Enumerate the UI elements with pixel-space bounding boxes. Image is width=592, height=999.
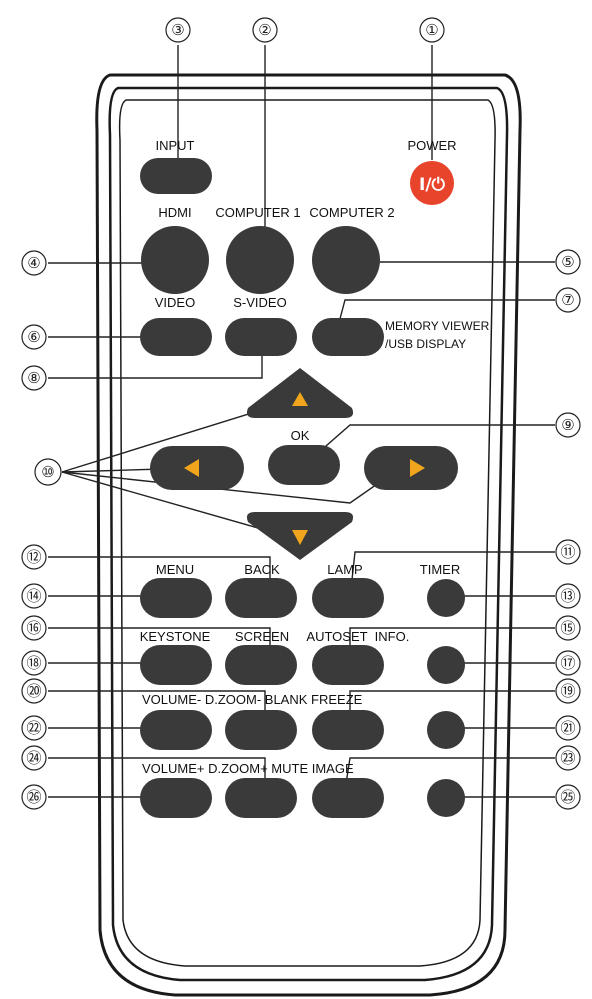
info-button[interactable] [427, 646, 465, 684]
callout-15: ⑮ [560, 619, 575, 637]
callout-4: ④ [27, 254, 40, 272]
callout-1: ① [425, 21, 438, 39]
remote-body [95, 73, 522, 997]
down-arrow-icon [292, 530, 308, 545]
freeze-button[interactable] [427, 711, 465, 749]
menu-button[interactable] [140, 578, 212, 618]
memory-viewer-label-1: MEMORY VIEWER [385, 319, 490, 333]
computer1-label: COMPUTER 1 [215, 205, 300, 220]
dzoom-minus-button[interactable] [225, 710, 297, 750]
power-label: POWER [407, 138, 456, 153]
power-button[interactable] [410, 161, 454, 205]
keystone-label: KEYSTONE [140, 629, 211, 644]
computer2-button[interactable] [312, 226, 380, 294]
callout-14: ⑭ [26, 587, 41, 605]
blank-button[interactable] [312, 710, 384, 750]
left-arrow-icon [184, 459, 199, 477]
callout-10: ⑩ [41, 463, 54, 481]
power-icon: I/⏻ [419, 175, 446, 195]
screen-button[interactable] [225, 645, 297, 685]
dzoom-plus-button[interactable] [225, 778, 297, 818]
input-label: INPUT [156, 138, 195, 153]
callout-13: ⑬ [560, 587, 575, 605]
lamp-button[interactable] [312, 578, 384, 618]
callout-26: ㉖ [26, 788, 41, 806]
video-label: VIDEO [155, 295, 195, 310]
timer-label: TIMER [420, 562, 460, 577]
callout-21: ㉑ [560, 719, 575, 737]
callout-23: ㉓ [560, 749, 575, 767]
callout-lines [48, 45, 555, 798]
callout-19: ⑲ [560, 682, 575, 700]
computer1-button[interactable] [226, 226, 294, 294]
ok-button[interactable] [268, 445, 340, 485]
callout-17: ⑰ [560, 654, 575, 672]
callout-3: ③ [171, 21, 184, 39]
screen-label: SCREEN [235, 629, 289, 644]
timer-button[interactable] [427, 579, 465, 617]
menu-label: MENU [156, 562, 194, 577]
back-button[interactable] [225, 578, 297, 618]
callout-7: ⑦ [561, 291, 574, 309]
callout-5: ⑤ [561, 253, 574, 271]
back-label: BACK [244, 562, 280, 577]
svideo-button[interactable] [225, 318, 297, 356]
callout-8: ⑧ [27, 369, 40, 387]
info-label: INFO. [375, 629, 410, 644]
hdmi-label: HDMI [158, 205, 191, 220]
row-volume-plus-label: VOLUME+ D.ZOOM+ MUTE IMAGE [142, 761, 354, 776]
row-volume-minus-label: VOLUME- D.ZOOM- BLANK FREEZE [142, 692, 363, 707]
callout-20: ⑳ [26, 682, 41, 700]
callout-numbers: ① ② ③ ④ ⑤ ⑥ ⑦ ⑧ ⑨ ⑩ ⑪ ⑫ ⑬ ⑭ ⑮ ⑯ ⑰ ⑱ ⑲ [21, 17, 581, 810]
autoset-button[interactable] [312, 645, 384, 685]
callout-16: ⑯ [26, 619, 41, 637]
callout-18: ⑱ [26, 654, 41, 672]
image-button[interactable] [427, 779, 465, 817]
buttons: I/⏻ [140, 158, 465, 818]
callout-24: ㉔ [26, 749, 41, 767]
volume-plus-button[interactable] [140, 778, 212, 818]
computer2-label: COMPUTER 2 [309, 205, 394, 220]
svideo-label: S-VIDEO [233, 295, 286, 310]
right-arrow-icon [410, 459, 425, 477]
callout-25: ㉕ [560, 788, 575, 806]
hdmi-button[interactable] [141, 226, 209, 294]
keystone-button[interactable] [140, 645, 212, 685]
autoset-label: AUTOSET [306, 629, 367, 644]
memory-viewer-label-2: /USB DISPLAY [385, 337, 466, 351]
button-labels: INPUT POWER HDMI COMPUTER 1 COMPUTER 2 V… [140, 138, 490, 776]
callout-9: ⑨ [561, 416, 574, 434]
memory-viewer-button[interactable] [312, 318, 384, 356]
ok-label: OK [291, 428, 310, 443]
lamp-label: LAMP [327, 562, 362, 577]
video-button[interactable] [140, 318, 212, 356]
input-button[interactable] [140, 158, 212, 194]
callout-6: ⑥ [27, 328, 40, 346]
callout-12: ⑫ [26, 548, 41, 566]
volume-minus-button[interactable] [140, 710, 212, 750]
callout-2: ② [258, 21, 271, 39]
up-arrow-icon [292, 392, 308, 406]
mute-button[interactable] [312, 778, 384, 818]
callout-22: ㉒ [26, 719, 41, 737]
callout-11: ⑪ [560, 543, 575, 561]
